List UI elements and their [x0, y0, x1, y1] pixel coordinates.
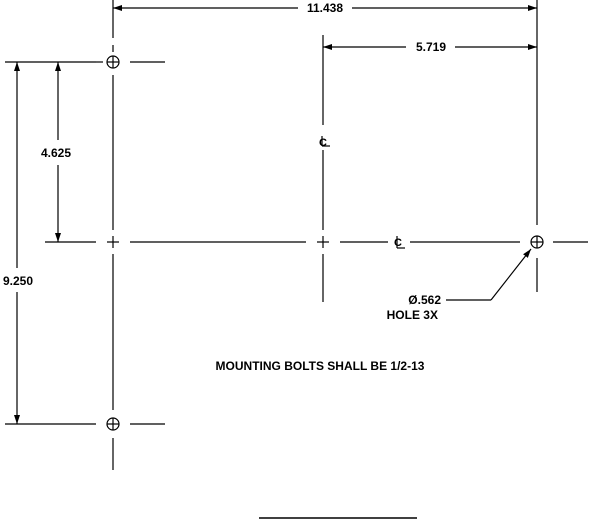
hole-callout: Ø.562 HOLE 3X: [387, 248, 532, 322]
centerline-symbol-horizontal: C: [394, 237, 402, 249]
dimension-overall-height: 9.250: [3, 62, 33, 424]
dimension-half-width-value: 5.719: [416, 40, 446, 54]
dimension-half-height: 4.625: [41, 62, 71, 242]
dimension-half-height-value: 4.625: [41, 146, 71, 160]
dimension-overall-height-value: 9.250: [3, 274, 33, 288]
dimension-overall-width: 11.438: [113, 1, 537, 15]
centerline-symbol-vertical: C: [319, 137, 327, 149]
hole-bottom-left: [106, 417, 165, 431]
hole-callout-diameter: Ø.562: [408, 293, 441, 307]
hole-callout-count: HOLE 3X: [387, 308, 438, 322]
hole-top-left: [96, 55, 165, 69]
dimension-overall-width-value: 11.438: [307, 1, 343, 15]
mounting-note: MOUNTING BOLTS SHALL BE 1/2-13: [216, 359, 425, 373]
hole-right: [530, 235, 588, 292]
dimension-half-width: 5.719: [323, 40, 537, 54]
